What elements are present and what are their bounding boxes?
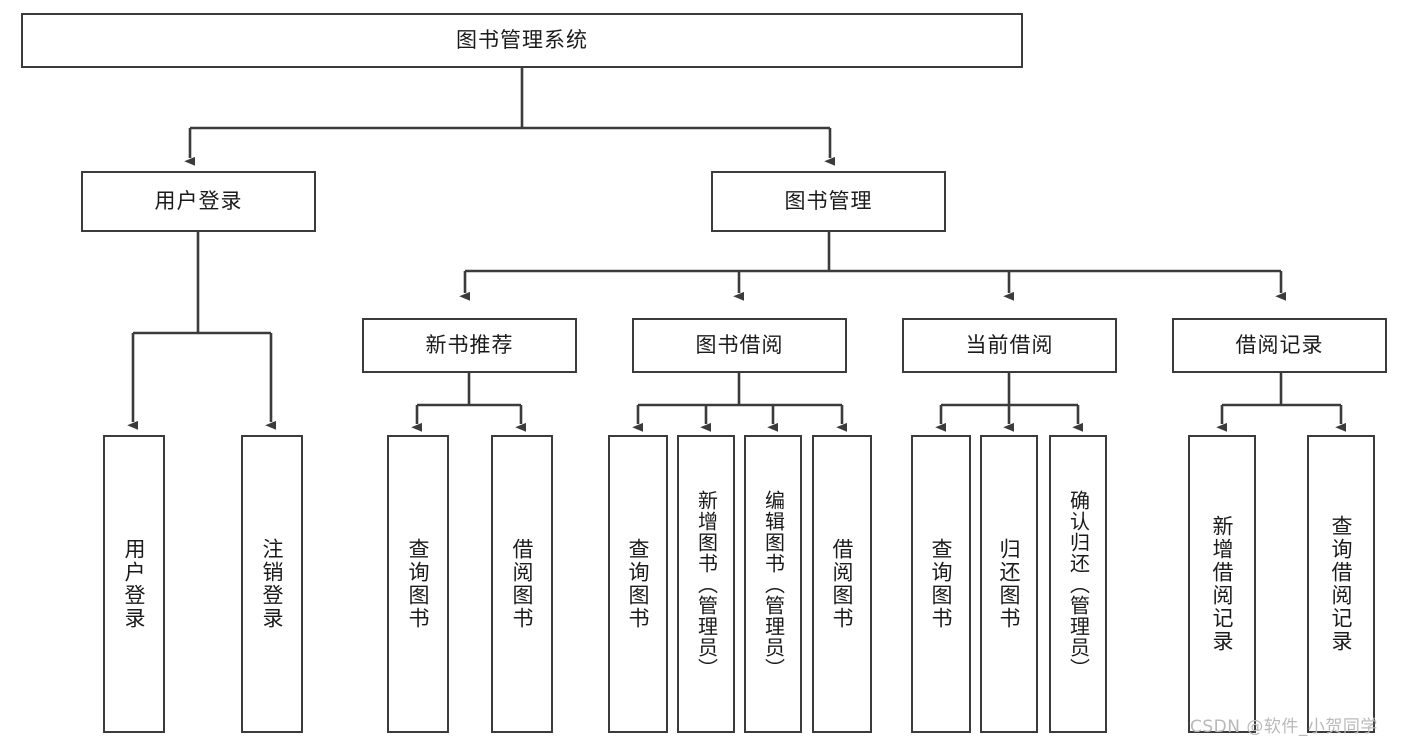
- node-user-login[interactable]: 用户登录: [81, 171, 316, 232]
- leaf-user-logout[interactable]: 注销登录: [241, 435, 303, 733]
- node-current-borrow[interactable]: 当前借阅: [902, 318, 1117, 373]
- leaf-add-book-admin[interactable]: 新增图书（管理员）: [677, 435, 735, 733]
- leaf-borrow-book[interactable]: 借阅图书: [812, 435, 872, 733]
- node-book-management[interactable]: 图书管理: [711, 171, 946, 232]
- leaf-add-borrow-record[interactable]: 新增借阅记录: [1188, 435, 1256, 733]
- leaf-return-book[interactable]: 归还图书: [980, 435, 1038, 733]
- node-borrow-record[interactable]: 借阅记录: [1172, 318, 1387, 373]
- node-new-book-recommend[interactable]: 新书推荐: [362, 318, 577, 373]
- leaf-borrow-book-recommend[interactable]: 借阅图书: [491, 435, 553, 733]
- leaf-query-book-recommend[interactable]: 查询图书: [387, 435, 449, 733]
- leaf-query-book-borrow[interactable]: 查询图书: [608, 435, 668, 733]
- node-root-book-management-system[interactable]: 图书管理系统: [21, 13, 1023, 68]
- leaf-user-login[interactable]: 用户登录: [103, 435, 165, 733]
- csdn-watermark: CSDN @软件_小贺同学: [1190, 717, 1378, 737]
- leaf-edit-book-admin[interactable]: 编辑图书（管理员）: [744, 435, 802, 733]
- leaf-confirm-return-admin[interactable]: 确认归还（管理员）: [1049, 435, 1107, 733]
- node-book-borrow[interactable]: 图书借阅: [632, 318, 847, 373]
- leaf-query-borrow-record[interactable]: 查询借阅记录: [1307, 435, 1375, 733]
- leaf-query-book-current[interactable]: 查询图书: [911, 435, 971, 733]
